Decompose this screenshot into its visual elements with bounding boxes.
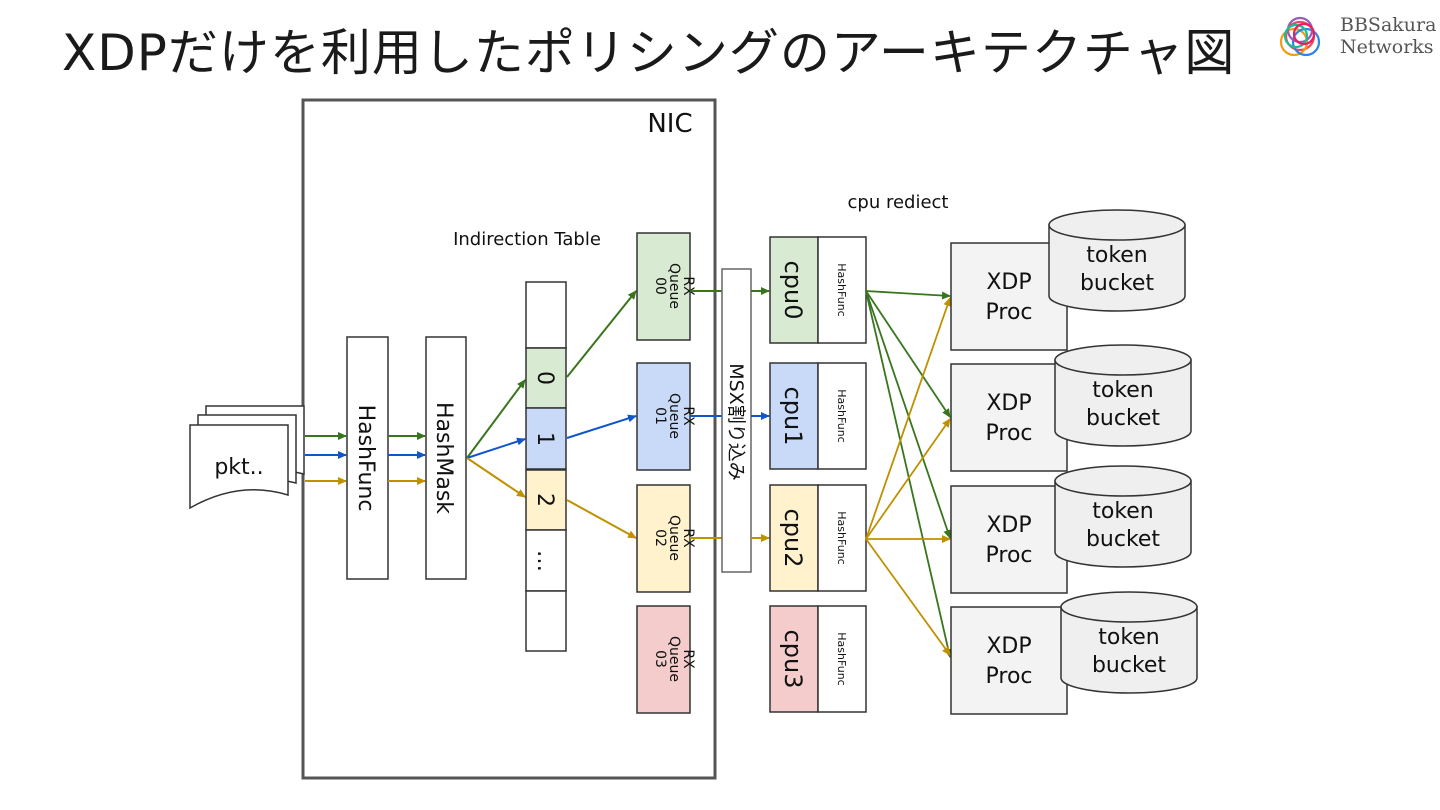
- indirection-entry-3-label: …: [532, 550, 557, 572]
- xdp-proc-2-line1: XDP: [986, 513, 1031, 538]
- cpu-0: cpu0 HashFunc: [769, 236, 867, 344]
- xdp-proc-0-line1: XDP: [986, 270, 1031, 295]
- token-bucket-1-line1: token: [1092, 378, 1154, 403]
- cpu-2-label: cpu2: [779, 509, 807, 568]
- rx-queue-0: RXQueue00: [636, 232, 696, 341]
- xdp-proc-2-line2: Proc: [986, 543, 1033, 568]
- bbsakura-logo-icon: [1279, 16, 1321, 57]
- arrow-table-rxq2: [566, 499, 637, 539]
- logo-line1: BBSakura: [1340, 14, 1437, 36]
- token-bucket-0: token bucket: [1048, 209, 1186, 312]
- hashmask-label: HashMask: [431, 402, 456, 514]
- logo-text: BBSakura Networks: [1340, 14, 1436, 58]
- cpu-redirect-label: cpu rediect: [848, 192, 949, 213]
- indirection-entry-3: [525, 529, 567, 592]
- token-bucket-0-line1: token: [1086, 243, 1148, 268]
- token-bucket-1: token bucket: [1054, 344, 1192, 447]
- hashfunc-label: HashFunc: [353, 405, 378, 512]
- xdp-proc-1-line2: Proc: [986, 421, 1033, 446]
- msix-label: MSX割り込み: [725, 363, 747, 480]
- cpu-0-label: cpu0: [779, 261, 807, 320]
- cpu-2-hashfunc-label: HashFunc: [835, 511, 848, 564]
- hashfunc-box: [346, 336, 389, 580]
- indirection-entry-1: [525, 407, 567, 470]
- token-bucket-0-line2: bucket: [1080, 271, 1154, 296]
- indirection-table-label: Indirection Table: [453, 229, 601, 250]
- xdp-proc-1-line1: XDP: [986, 391, 1031, 416]
- rx-queue-3-label: RXQueue03: [652, 636, 696, 682]
- indirection-entry-2: [525, 469, 567, 531]
- token-bucket-2-line1: token: [1092, 499, 1154, 524]
- rx-queue-2-label: RXQueue02: [652, 515, 696, 561]
- packet-stack: pkt..: [189, 405, 305, 510]
- xdp-proc-3-line1: XDP: [986, 634, 1031, 659]
- rx-queue-1: RXQueue01: [636, 362, 696, 471]
- packet-label: pkt..: [214, 455, 263, 480]
- indirection-table: 0 1 2 …: [525, 281, 567, 652]
- token-bucket-3-line1: token: [1098, 625, 1160, 650]
- arrow-table-rxq0: [566, 290, 637, 378]
- cpu-1-hashfunc-label: HashFunc: [835, 389, 848, 442]
- cpu-1: cpu1 HashFunc: [769, 362, 867, 470]
- xdp-proc-2: XDP Proc token bucket: [950, 465, 1192, 594]
- cpu0-fanout: [865, 290, 953, 658]
- msix-box: [721, 268, 752, 573]
- token-bucket-3: token bucket: [1060, 591, 1198, 694]
- xdp-proc-0-line2: Proc: [986, 300, 1033, 325]
- xdp-proc-3: XDP Proc token bucket: [950, 591, 1198, 715]
- arrow-hashmask-table-yellow: [466, 457, 526, 498]
- indirection-entry-0-label: 0: [532, 371, 557, 385]
- indirection-entry-2-label: 2: [532, 493, 557, 507]
- slide-title: XDPだけを利用したポリシングのアーキテクチャ図: [62, 24, 1236, 82]
- arrow-table-rxq1: [566, 414, 637, 439]
- nic-label: NIC: [647, 109, 692, 139]
- cpu-2: cpu2 HashFunc: [769, 484, 867, 592]
- token-bucket-1-line2: bucket: [1086, 406, 1160, 431]
- rx-queue-3: RXQueue03: [636, 605, 696, 714]
- cpu-3-label: cpu3: [779, 630, 807, 689]
- cpu-1-label: cpu1: [779, 387, 807, 446]
- cpu2-fanout: [865, 297, 952, 656]
- rx-queue-1-label: RXQueue01: [652, 393, 696, 439]
- xdp-proc-0: XDP Proc token bucket: [950, 209, 1186, 351]
- rx-queue-2: RXQueue02: [636, 484, 696, 593]
- cpu-3: cpu3 HashFunc: [769, 605, 867, 713]
- xdp-proc-1: XDP Proc token bucket: [950, 344, 1192, 472]
- xdp-procs: XDPProctokenbucketXDPProctokenbucketXDPP…: [950, 209, 1198, 715]
- hashmask-box: [425, 336, 467, 580]
- xdp-proc-3-line2: Proc: [986, 664, 1033, 689]
- arrow-hashmask-table-blue: [466, 437, 526, 459]
- indirection-entry-0: [525, 347, 567, 409]
- cpu-0-hashfunc-label: HashFunc: [835, 263, 848, 316]
- token-bucket-2-line2: bucket: [1086, 527, 1160, 552]
- token-bucket-3-line2: bucket: [1092, 653, 1166, 678]
- arrow-hashmask-table-green: [466, 379, 526, 459]
- cpu-3-hashfunc-label: HashFunc: [835, 632, 848, 685]
- logo-line2: Networks: [1340, 36, 1434, 58]
- token-bucket-2: token bucket: [1054, 465, 1192, 568]
- indirection-entry-1-label: 1: [532, 432, 557, 446]
